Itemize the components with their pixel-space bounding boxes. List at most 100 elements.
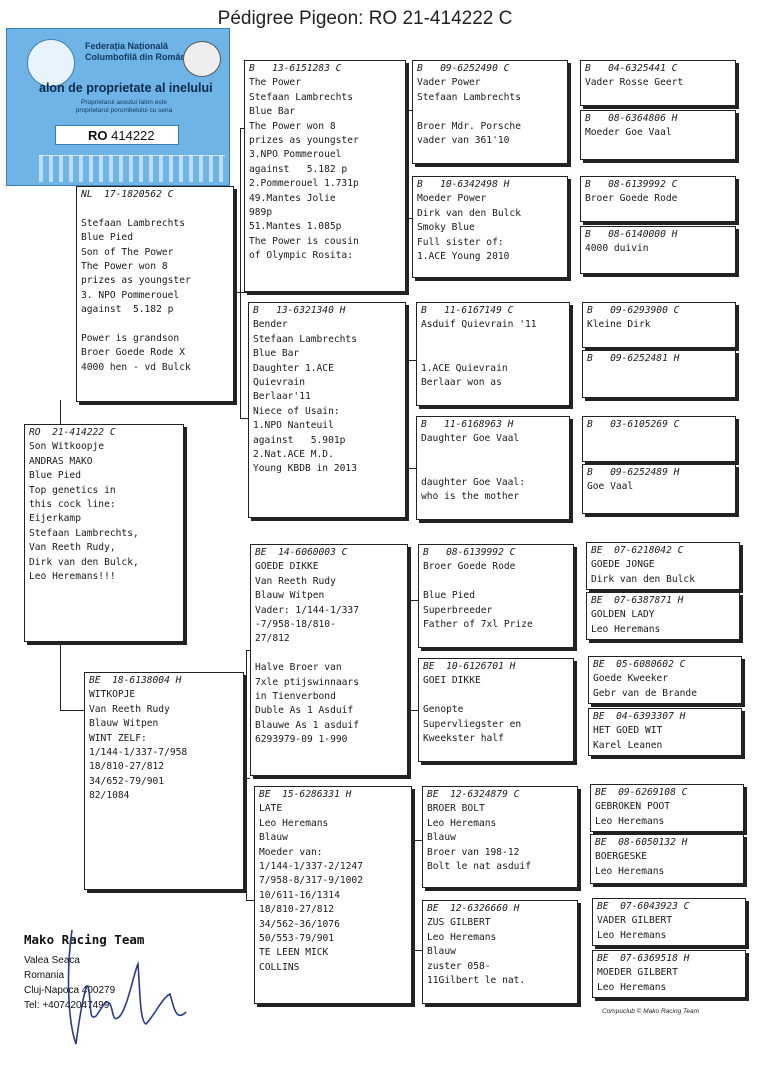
pigeon-info-line: Van Reeth Rudy bbox=[255, 575, 336, 587]
pigeon-info-line: 3. NPO Pommerouel bbox=[81, 289, 180, 301]
ring-number: BE 18-6138004 H bbox=[89, 675, 182, 686]
pigeon-info-line: Moeder Goe Vaal bbox=[585, 127, 672, 139]
sticker-note: Proprietarul acestui talon este propriet… bbox=[75, 99, 173, 114]
pigeon-info-line: Broer Mdr. Porsche bbox=[417, 120, 521, 132]
team-name: Mako Racing Team bbox=[24, 932, 145, 947]
pigeon-info-line: 2.Pommerouel 1.731p bbox=[249, 178, 359, 190]
pigeon-info-line: Superbreeder bbox=[423, 604, 493, 616]
ring-number: BE 12-6324879 C bbox=[427, 789, 520, 800]
pigeon-info-line: Leo Heremans bbox=[597, 929, 667, 941]
pigeon-info-line: Broer Goede Rode bbox=[585, 193, 678, 205]
pigeon-info-line: WITKOPJE bbox=[89, 689, 136, 701]
pigeon-info-line: Leo Heremans bbox=[427, 931, 497, 943]
pigeon-info-line: against 5.182 p bbox=[249, 163, 348, 175]
pigeon-info-line: 10/611-16/1314 bbox=[259, 889, 340, 901]
pigeon-info-line: Full sister of: bbox=[417, 236, 504, 248]
pigeon-info-line: Stefaan Lambrechts bbox=[249, 91, 353, 103]
pigeon-info-line: 7xle ptijswinnaars bbox=[255, 676, 359, 688]
pigeon-info-line: Vader Power bbox=[417, 77, 481, 89]
federation-name: Federația Națională Columbofilă din Româ… bbox=[85, 41, 194, 62]
page-title: Pédigree Pigeon: RO 21-414222 C bbox=[217, 8, 513, 29]
security-pattern bbox=[39, 155, 225, 182]
pigeon-info-line: GEBROKEN POOT bbox=[595, 801, 671, 813]
pigeon-info-line: Leo Heremans bbox=[597, 981, 667, 993]
pigeon-info-line bbox=[421, 461, 565, 475]
ring-number: RO 414222 bbox=[55, 125, 179, 145]
pigeon-info-line: TE LEEN MICK bbox=[259, 947, 329, 959]
pigeon-info-line: Berlaar won as bbox=[421, 377, 502, 389]
pigeon-info-line bbox=[421, 347, 565, 361]
pigeon-info-line: Power is grandson bbox=[81, 333, 180, 345]
pigeon-info-line: Moeder Power bbox=[417, 193, 487, 205]
pigeon-gen4-6: B 09-6252481 H bbox=[582, 350, 736, 398]
pigeon-info-line: Stefaan Lambrechts bbox=[81, 217, 185, 229]
pigeon-info-line: Leo Heremans bbox=[259, 817, 329, 829]
pigeon-info-line: Blue Pied bbox=[29, 470, 81, 482]
pigeon-info-line: GOEDE JONGE bbox=[591, 559, 655, 571]
pigeon-info-line: BROER BOLT bbox=[427, 803, 485, 815]
pigeon-info-line bbox=[421, 333, 565, 347]
pigeon-info-line bbox=[255, 647, 403, 661]
address-line: Valea Seaca bbox=[24, 955, 80, 966]
pigeon-info-line: VADER GILBERT bbox=[597, 915, 673, 927]
pigeon-info-line: 1.NPO Nanteuil bbox=[253, 420, 334, 432]
pigeon-info-line bbox=[423, 575, 569, 589]
pigeon-info-line: Daughter Goe Vaal bbox=[421, 433, 520, 445]
pigeon-info-line: Eijerkamp bbox=[29, 513, 81, 525]
address-line: Tel: +40742047499 bbox=[24, 1000, 110, 1011]
pigeon-info-line: prizes as youngster bbox=[81, 275, 191, 287]
pigeon-info-line: Bolt le nat asduif bbox=[427, 861, 531, 873]
pigeon-info-line: 7/958-8/317-9/1002 bbox=[259, 875, 363, 887]
pigeon-info-line: Stefaan Lambrechts, bbox=[29, 527, 139, 539]
ring-number: BE 07-6218042 C bbox=[591, 545, 684, 556]
pigeon-info-line: against 5.182 p bbox=[81, 304, 174, 316]
pigeon-info-line: Asduif Quievrain '11 bbox=[421, 319, 537, 331]
pigeon-info-line bbox=[81, 318, 229, 332]
pigeon-info-line: BOERGESKE bbox=[595, 851, 647, 863]
pigeon-info-line: Goe Vaal bbox=[587, 481, 634, 493]
pigeon-info-line: Moeder van: bbox=[259, 846, 323, 858]
pigeon-info-line: Duble As 1 Asduif bbox=[255, 705, 354, 717]
ring-number: B 03-6105269 C bbox=[587, 419, 680, 430]
pigeon-info-line: 18/810-27/812 bbox=[89, 761, 165, 773]
ring-number: BE 12-6326660 H bbox=[427, 903, 520, 914]
pigeon-info-line: Leo Heremans bbox=[591, 623, 661, 635]
pigeon-info-line bbox=[421, 447, 565, 461]
pigeon-info-line: Stefaan Lambrechts bbox=[253, 333, 357, 345]
ring-number: BE 14-6060003 C bbox=[255, 547, 348, 558]
pigeon-info-line: zuster 058- bbox=[427, 960, 491, 972]
sticker-heading: alon de proprietate al inelului bbox=[39, 81, 213, 95]
ring-number: B 09-6252490 C bbox=[417, 63, 510, 74]
pigeon-info-line: Bender bbox=[253, 319, 288, 331]
pigeon-info-line: 1.ACE Quievrain bbox=[421, 362, 508, 374]
ring-number: BE 04-6393307 H bbox=[593, 711, 686, 722]
pigeon-info-line: Leo Heremans bbox=[595, 815, 665, 827]
address-line: Cluj-Napoca 400279 bbox=[24, 985, 116, 996]
ring-number: BE 07-6387871 H bbox=[591, 595, 684, 606]
pigeon-info-line: 1.ACE Young 2010 bbox=[417, 251, 510, 263]
pigeon-info-line: vader van 361'10 bbox=[417, 135, 510, 147]
pigeon-info-line: 1/144-1/337-7/958 bbox=[89, 747, 188, 759]
federation-logo-icon bbox=[27, 39, 75, 87]
pigeon-info-line: Vader Rosse Geert bbox=[585, 77, 684, 89]
pigeon-info-line: Daughter 1.ACE bbox=[253, 362, 334, 374]
pigeon-info-line: Blauwe As 1 asduif bbox=[255, 719, 359, 731]
footer-credit: Compuclub © Mako Racing Team bbox=[602, 1008, 700, 1015]
pigeon-info-line: Blue Bar bbox=[249, 106, 296, 118]
pigeon-info-line: 1/144-1/337-2/1247 bbox=[259, 861, 363, 873]
pigeon-info-line: COLLINS bbox=[259, 961, 300, 973]
pigeon-info-line: 27/812 bbox=[255, 633, 290, 645]
breeder-info: Mako Racing Team Valea Seaca Romania Clu… bbox=[24, 932, 144, 1013]
ring-number: B 10-6342498 H bbox=[417, 179, 510, 190]
pigeon-info-line: The Power bbox=[249, 77, 301, 89]
pigeon-info-line: 82/1084 bbox=[89, 790, 130, 802]
ring-number: B 08-6140000 H bbox=[585, 229, 678, 240]
